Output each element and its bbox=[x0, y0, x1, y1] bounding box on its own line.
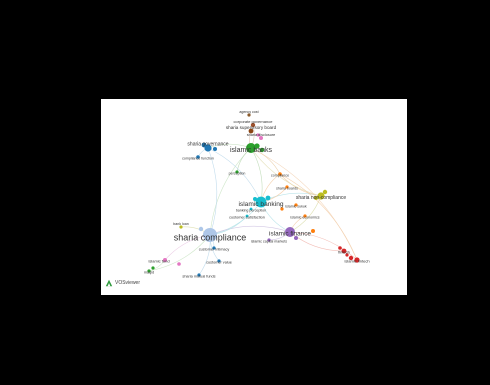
node-label-islamic-fintech[interactable]: islamic fintech bbox=[344, 259, 369, 264]
node-label-banking-perception[interactable]: banking perception bbox=[236, 208, 266, 212]
node-customer-intimacy[interactable] bbox=[212, 246, 216, 250]
node-sharia-compliance[interactable] bbox=[203, 228, 217, 242]
node-corporate-governance[interactable] bbox=[250, 122, 256, 128]
node-label-sharia-mutual-funds[interactable]: sharia mutual funds bbox=[182, 275, 215, 279]
edge-islamic-finance-sharia-non-compliance bbox=[289, 195, 322, 233]
node-label-islamic-banks[interactable]: islamic banks bbox=[230, 147, 273, 154]
network-node-dot[interactable] bbox=[348, 255, 354, 261]
node-label-fintech[interactable]: fintech bbox=[338, 250, 350, 255]
node-label-sharia-boards[interactable]: sharia boards bbox=[276, 186, 298, 190]
node-islamic-sukuk[interactable] bbox=[294, 203, 298, 207]
node-compliance[interactable] bbox=[278, 172, 282, 176]
edge-sharia-compliance-islamic-finance bbox=[209, 225, 291, 236]
node-label-islamic-capital-markets[interactable]: islamic capital markets bbox=[251, 239, 287, 243]
node-label-islamic-banking[interactable]: islamic banking bbox=[238, 201, 283, 208]
network-node-dot[interactable] bbox=[280, 207, 284, 211]
network-node-dot[interactable] bbox=[294, 236, 298, 240]
network-node-dot[interactable] bbox=[311, 229, 315, 233]
node-label-compliance-function[interactable]: compliance function bbox=[182, 156, 214, 160]
node-label-bank-loan[interactable]: bank loan bbox=[173, 222, 189, 226]
node-agency-cost[interactable] bbox=[247, 113, 251, 117]
edge-compliance-sharia-non-compliance bbox=[279, 173, 322, 197]
node-islamic-fintech[interactable] bbox=[354, 257, 360, 263]
node-sharia-non-compliance[interactable] bbox=[317, 192, 325, 200]
node-customer-value[interactable] bbox=[217, 259, 221, 263]
edge-sharia-governance-sharia-compliance bbox=[207, 147, 218, 236]
node-label-islamic-economics[interactable]: islamic economics bbox=[290, 215, 319, 219]
network-node-dot[interactable] bbox=[256, 133, 260, 137]
vosviewer-badge[interactable]: VOSviewer bbox=[105, 277, 140, 289]
network-node-dot[interactable] bbox=[314, 196, 318, 200]
network-node-dot[interactable] bbox=[177, 262, 181, 266]
network-node-dot[interactable] bbox=[322, 189, 328, 195]
edge-islamic-banks-sharia-non-compliance bbox=[250, 147, 322, 197]
node-sharia-governance[interactable] bbox=[204, 144, 212, 152]
edge-sharia-governance-islamic-banking bbox=[207, 147, 262, 203]
node-islamic-finance[interactable] bbox=[285, 227, 295, 237]
node-label-customer-value[interactable]: customer value bbox=[206, 261, 232, 265]
node-compliance-function[interactable] bbox=[196, 155, 200, 159]
node-customer-satisfaction[interactable] bbox=[245, 214, 249, 218]
edge-islamic-finance-islamic-fintech bbox=[289, 231, 358, 261]
nodes-layer bbox=[147, 113, 360, 277]
node-sharia-mutual-funds[interactable] bbox=[197, 273, 201, 277]
node-banking-perception[interactable] bbox=[249, 207, 253, 211]
node-label-sharia-disclosure[interactable]: sharia disclosure bbox=[247, 133, 276, 137]
node-perception[interactable] bbox=[235, 170, 239, 174]
node-islamic-banks[interactable] bbox=[246, 143, 256, 153]
edge-islamic-banks-sharia-compliance bbox=[209, 147, 252, 236]
node-label-compliance[interactable]: compliance bbox=[271, 173, 289, 177]
node-fintech[interactable] bbox=[341, 248, 347, 254]
node-sharia-supervisory-board[interactable] bbox=[248, 128, 254, 134]
node-bank-loan[interactable] bbox=[179, 225, 183, 229]
node-sharia-disclosure[interactable] bbox=[259, 136, 263, 140]
network-node-dot[interactable] bbox=[345, 253, 349, 257]
network-node-dot[interactable] bbox=[198, 226, 204, 232]
network-node-dot[interactable] bbox=[338, 246, 342, 250]
node-islamic-fund[interactable] bbox=[163, 258, 167, 262]
node-label-maqid[interactable]: maqid bbox=[144, 271, 154, 275]
node-maqid[interactable] bbox=[147, 269, 151, 273]
node-label-sharia-governance[interactable]: sharia governance bbox=[187, 141, 228, 147]
node-label-customer-intimacy[interactable]: customer intimacy bbox=[199, 248, 230, 252]
network-node-dot[interactable] bbox=[213, 147, 217, 151]
edge-islamic-finance-fintech bbox=[289, 231, 345, 252]
node-label-islamic-finance[interactable]: islamic finance bbox=[269, 231, 311, 238]
node-label-sharia-supervisory-board[interactable]: sharia supervisory board bbox=[226, 125, 277, 130]
network-node-dot[interactable] bbox=[259, 147, 265, 153]
vosviewer-logo-icon bbox=[105, 279, 113, 287]
node-sharia-boards[interactable] bbox=[285, 185, 289, 189]
node-label-corporate-governance[interactable]: corporate governance bbox=[234, 119, 274, 124]
node-label-islamic-sukuk[interactable]: islamic sukuk bbox=[285, 204, 307, 208]
node-label-sharia-non-compliance[interactable]: sharia non-compliance bbox=[296, 195, 347, 201]
node-label-sharia-compliance[interactable]: sharia compliance bbox=[174, 232, 247, 242]
edge-islamic-banks-islamic-fintech bbox=[250, 147, 358, 261]
node-islamic-banking[interactable] bbox=[255, 196, 267, 208]
node-label-agency-cost[interactable]: agency cost bbox=[239, 110, 258, 114]
node-label-perception[interactable]: perception bbox=[229, 171, 246, 175]
network-node-dot[interactable] bbox=[151, 266, 155, 270]
node-label-customer-satisfaction[interactable]: customer satisfaction bbox=[229, 216, 265, 220]
vosviewer-logo-text: VOSviewer bbox=[115, 280, 141, 286]
node-islamic-economics[interactable] bbox=[303, 214, 307, 218]
node-label-islamic-fund[interactable]: islamic fund bbox=[148, 259, 169, 264]
network-node-dot[interactable] bbox=[265, 195, 271, 201]
node-islamic-capital-markets[interactable] bbox=[267, 238, 271, 242]
